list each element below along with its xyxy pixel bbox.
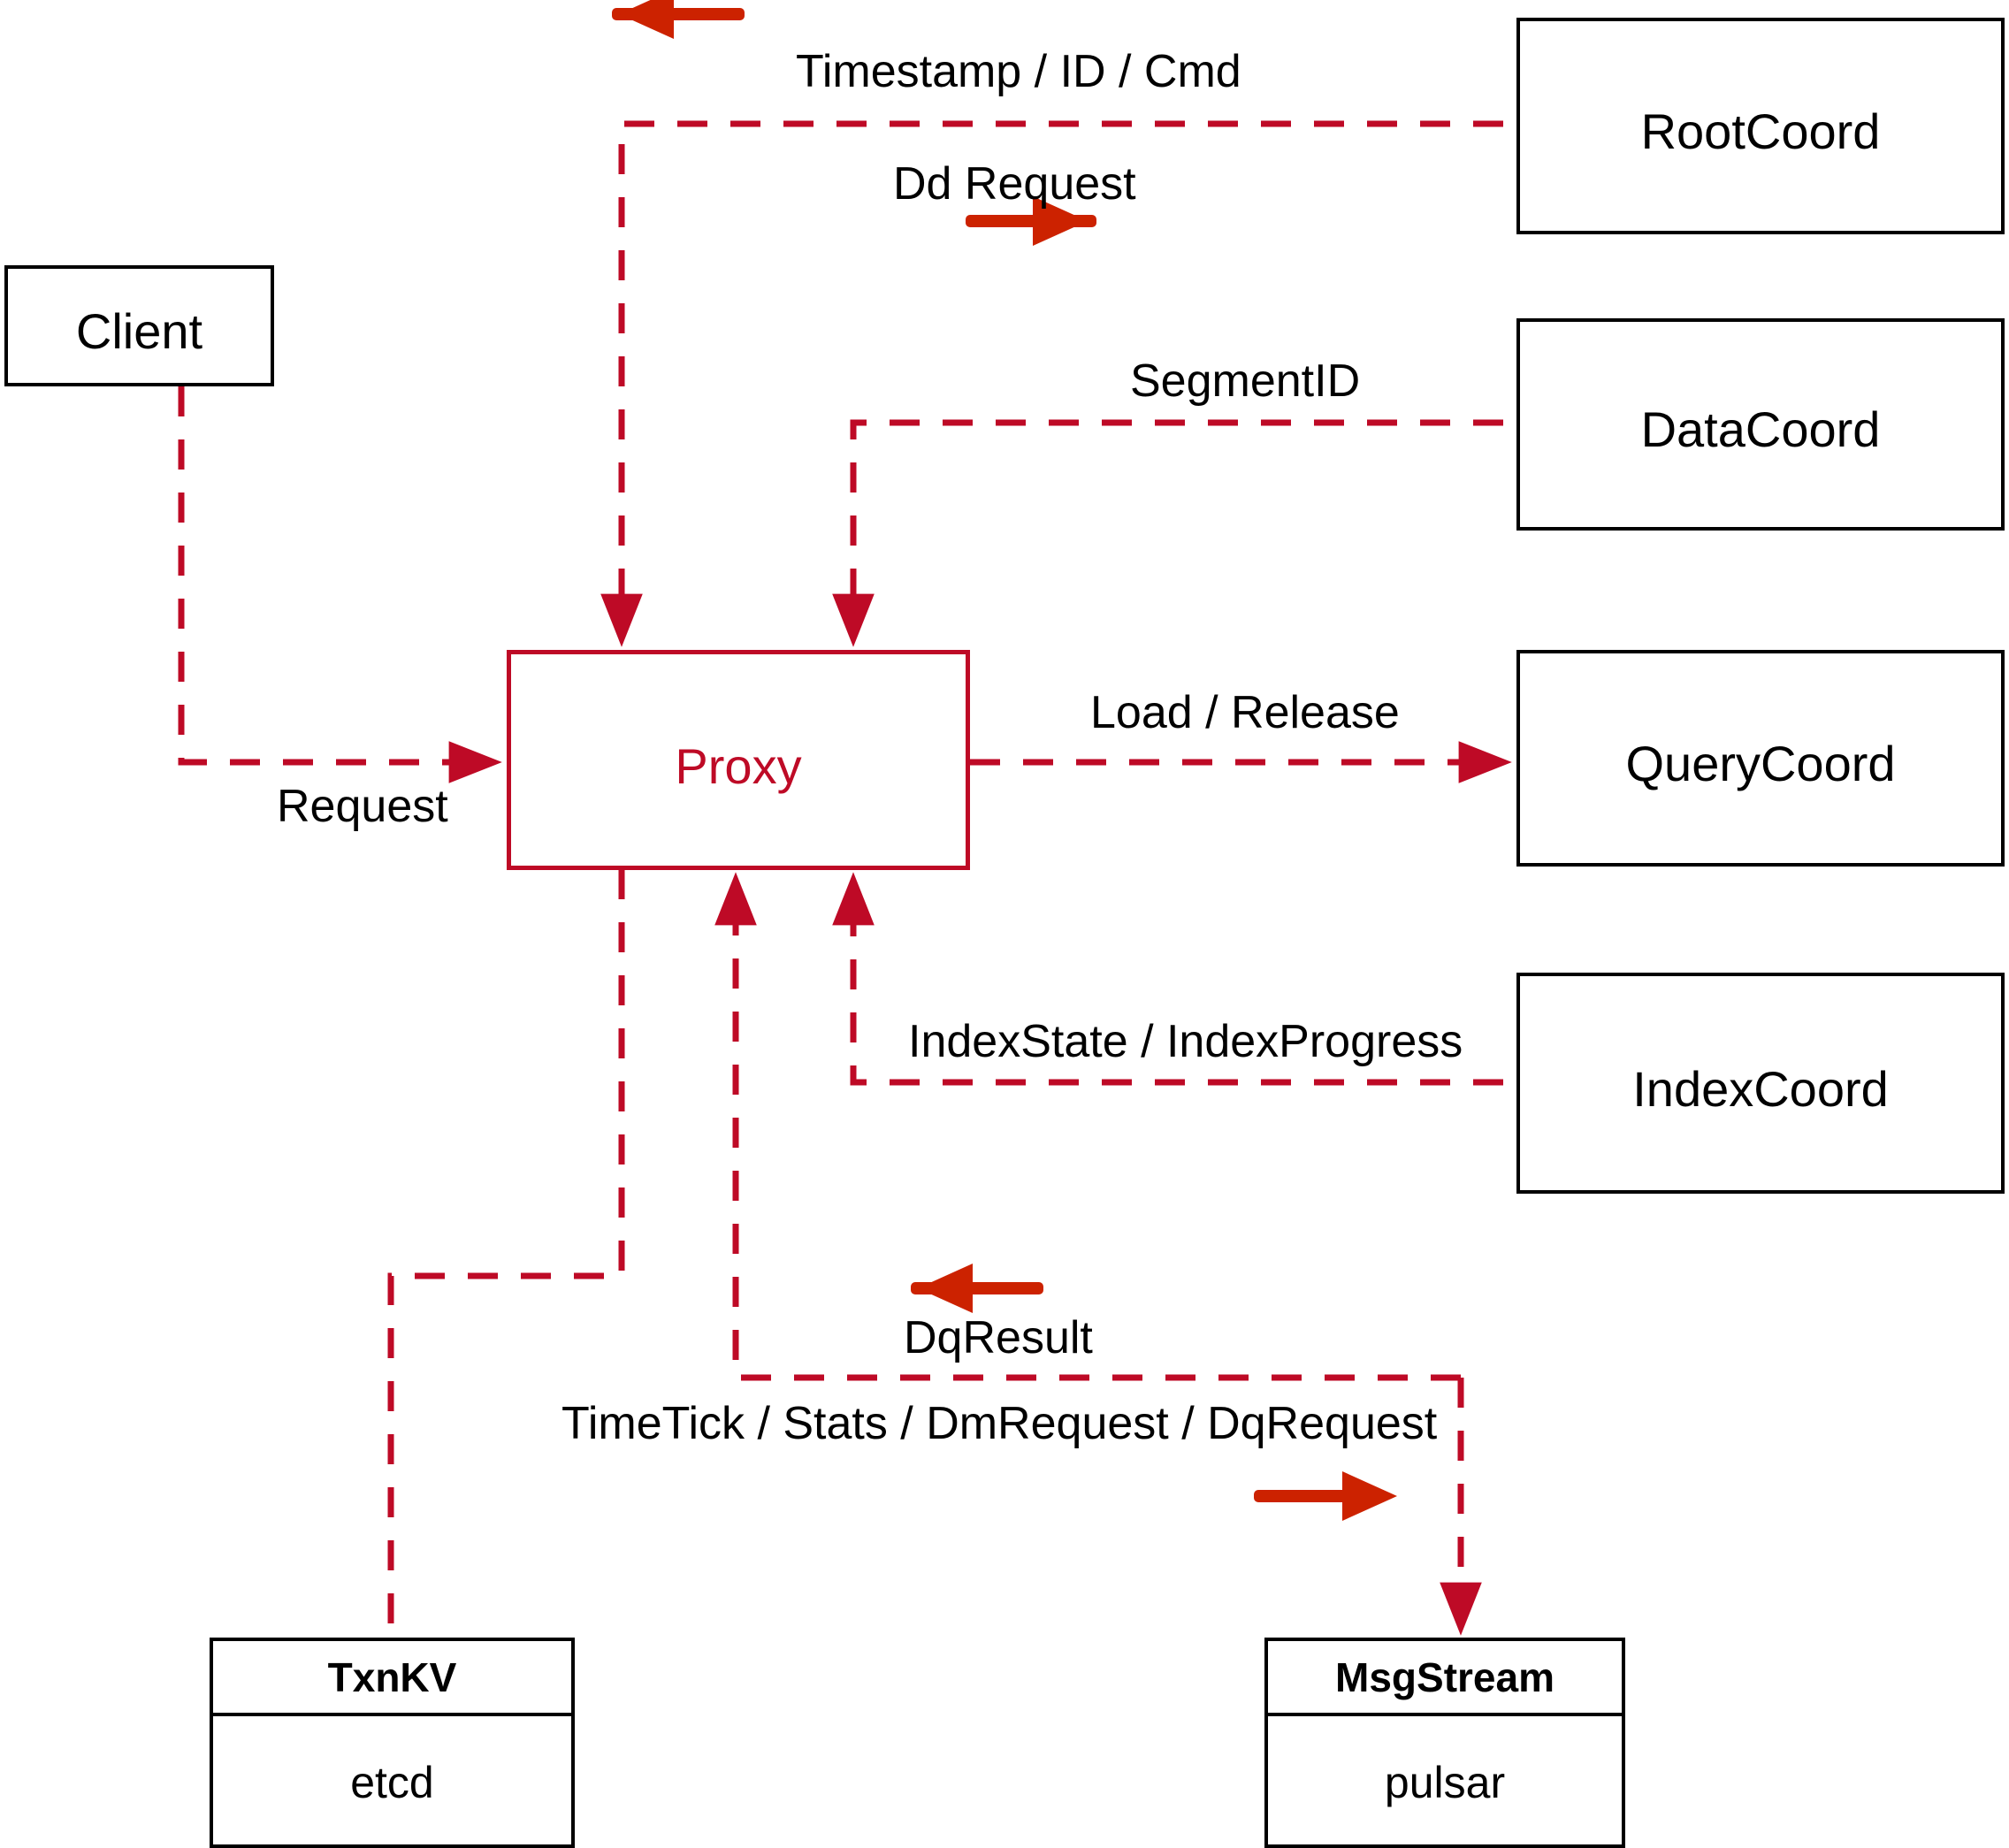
node-query-coord-label: QueryCoord (1625, 736, 1896, 791)
node-data-coord-label: DataCoord (1640, 401, 1881, 457)
node-msgstream-body-label: pulsar (1384, 1757, 1506, 1807)
edge-proxy-txnkv (387, 869, 625, 1638)
node-root-coord-label: RootCoord (1640, 103, 1881, 159)
node-msgstream[interactable]: MsgStream pulsar (1264, 1638, 1625, 1848)
edge-client-request (178, 386, 502, 783)
edge-label-client-request: Request (277, 781, 448, 832)
node-root-coord[interactable]: RootCoord (1516, 18, 2005, 234)
edge-label-timestamp-id-cmd: Timestamp / ID / Cmd (796, 46, 1241, 97)
edge-timestamp-id-cmd (600, 120, 1503, 647)
arrow-left-dqresult (911, 1264, 1043, 1313)
node-txnkv-header: TxnKV (213, 1641, 571, 1716)
node-proxy[interactable]: Proxy (507, 650, 970, 870)
edge-label-dq-result: DqResult (904, 1312, 1093, 1363)
node-txnkv[interactable]: TxnKV etcd (210, 1638, 575, 1848)
arrow-right-timetick (1254, 1471, 1397, 1521)
node-txnkv-header-label: TxnKV (327, 1653, 457, 1700)
edge-label-timetick-stats: TimeTick / Stats / DmRequest / DqRequest (561, 1398, 1438, 1449)
edge-label-segment-id: SegmentID (1130, 355, 1361, 407)
edge-dq-result (714, 872, 1461, 1381)
edge-label-load-release: Load / Release (1090, 687, 1400, 738)
edge-label-dd-request: Dd Request (893, 158, 1136, 210)
node-query-coord[interactable]: QueryCoord (1516, 650, 2005, 867)
node-index-coord-label: IndexCoord (1632, 1061, 1889, 1117)
edge-index-state-progress (832, 872, 1503, 1086)
edge-label-index-state-progress: IndexState / IndexProgress (908, 1016, 1463, 1067)
node-txnkv-body-label: etcd (350, 1757, 434, 1807)
node-msgstream-body: pulsar (1268, 1716, 1622, 1848)
node-msgstream-header-label: MsgStream (1335, 1653, 1554, 1700)
node-index-coord[interactable]: IndexCoord (1516, 973, 2005, 1194)
node-client-label: Client (75, 303, 203, 359)
arrow-left-timestamp (612, 0, 745, 39)
node-proxy-label: Proxy (675, 738, 802, 794)
annotation-arrows (612, 0, 1397, 1521)
node-client[interactable]: Client (4, 265, 274, 386)
edge-segment-id (832, 419, 1503, 647)
node-txnkv-body: etcd (213, 1716, 571, 1848)
arrow-right-dd-request (966, 196, 1096, 246)
node-msgstream-header: MsgStream (1268, 1641, 1622, 1716)
node-data-coord[interactable]: DataCoord (1516, 318, 2005, 531)
